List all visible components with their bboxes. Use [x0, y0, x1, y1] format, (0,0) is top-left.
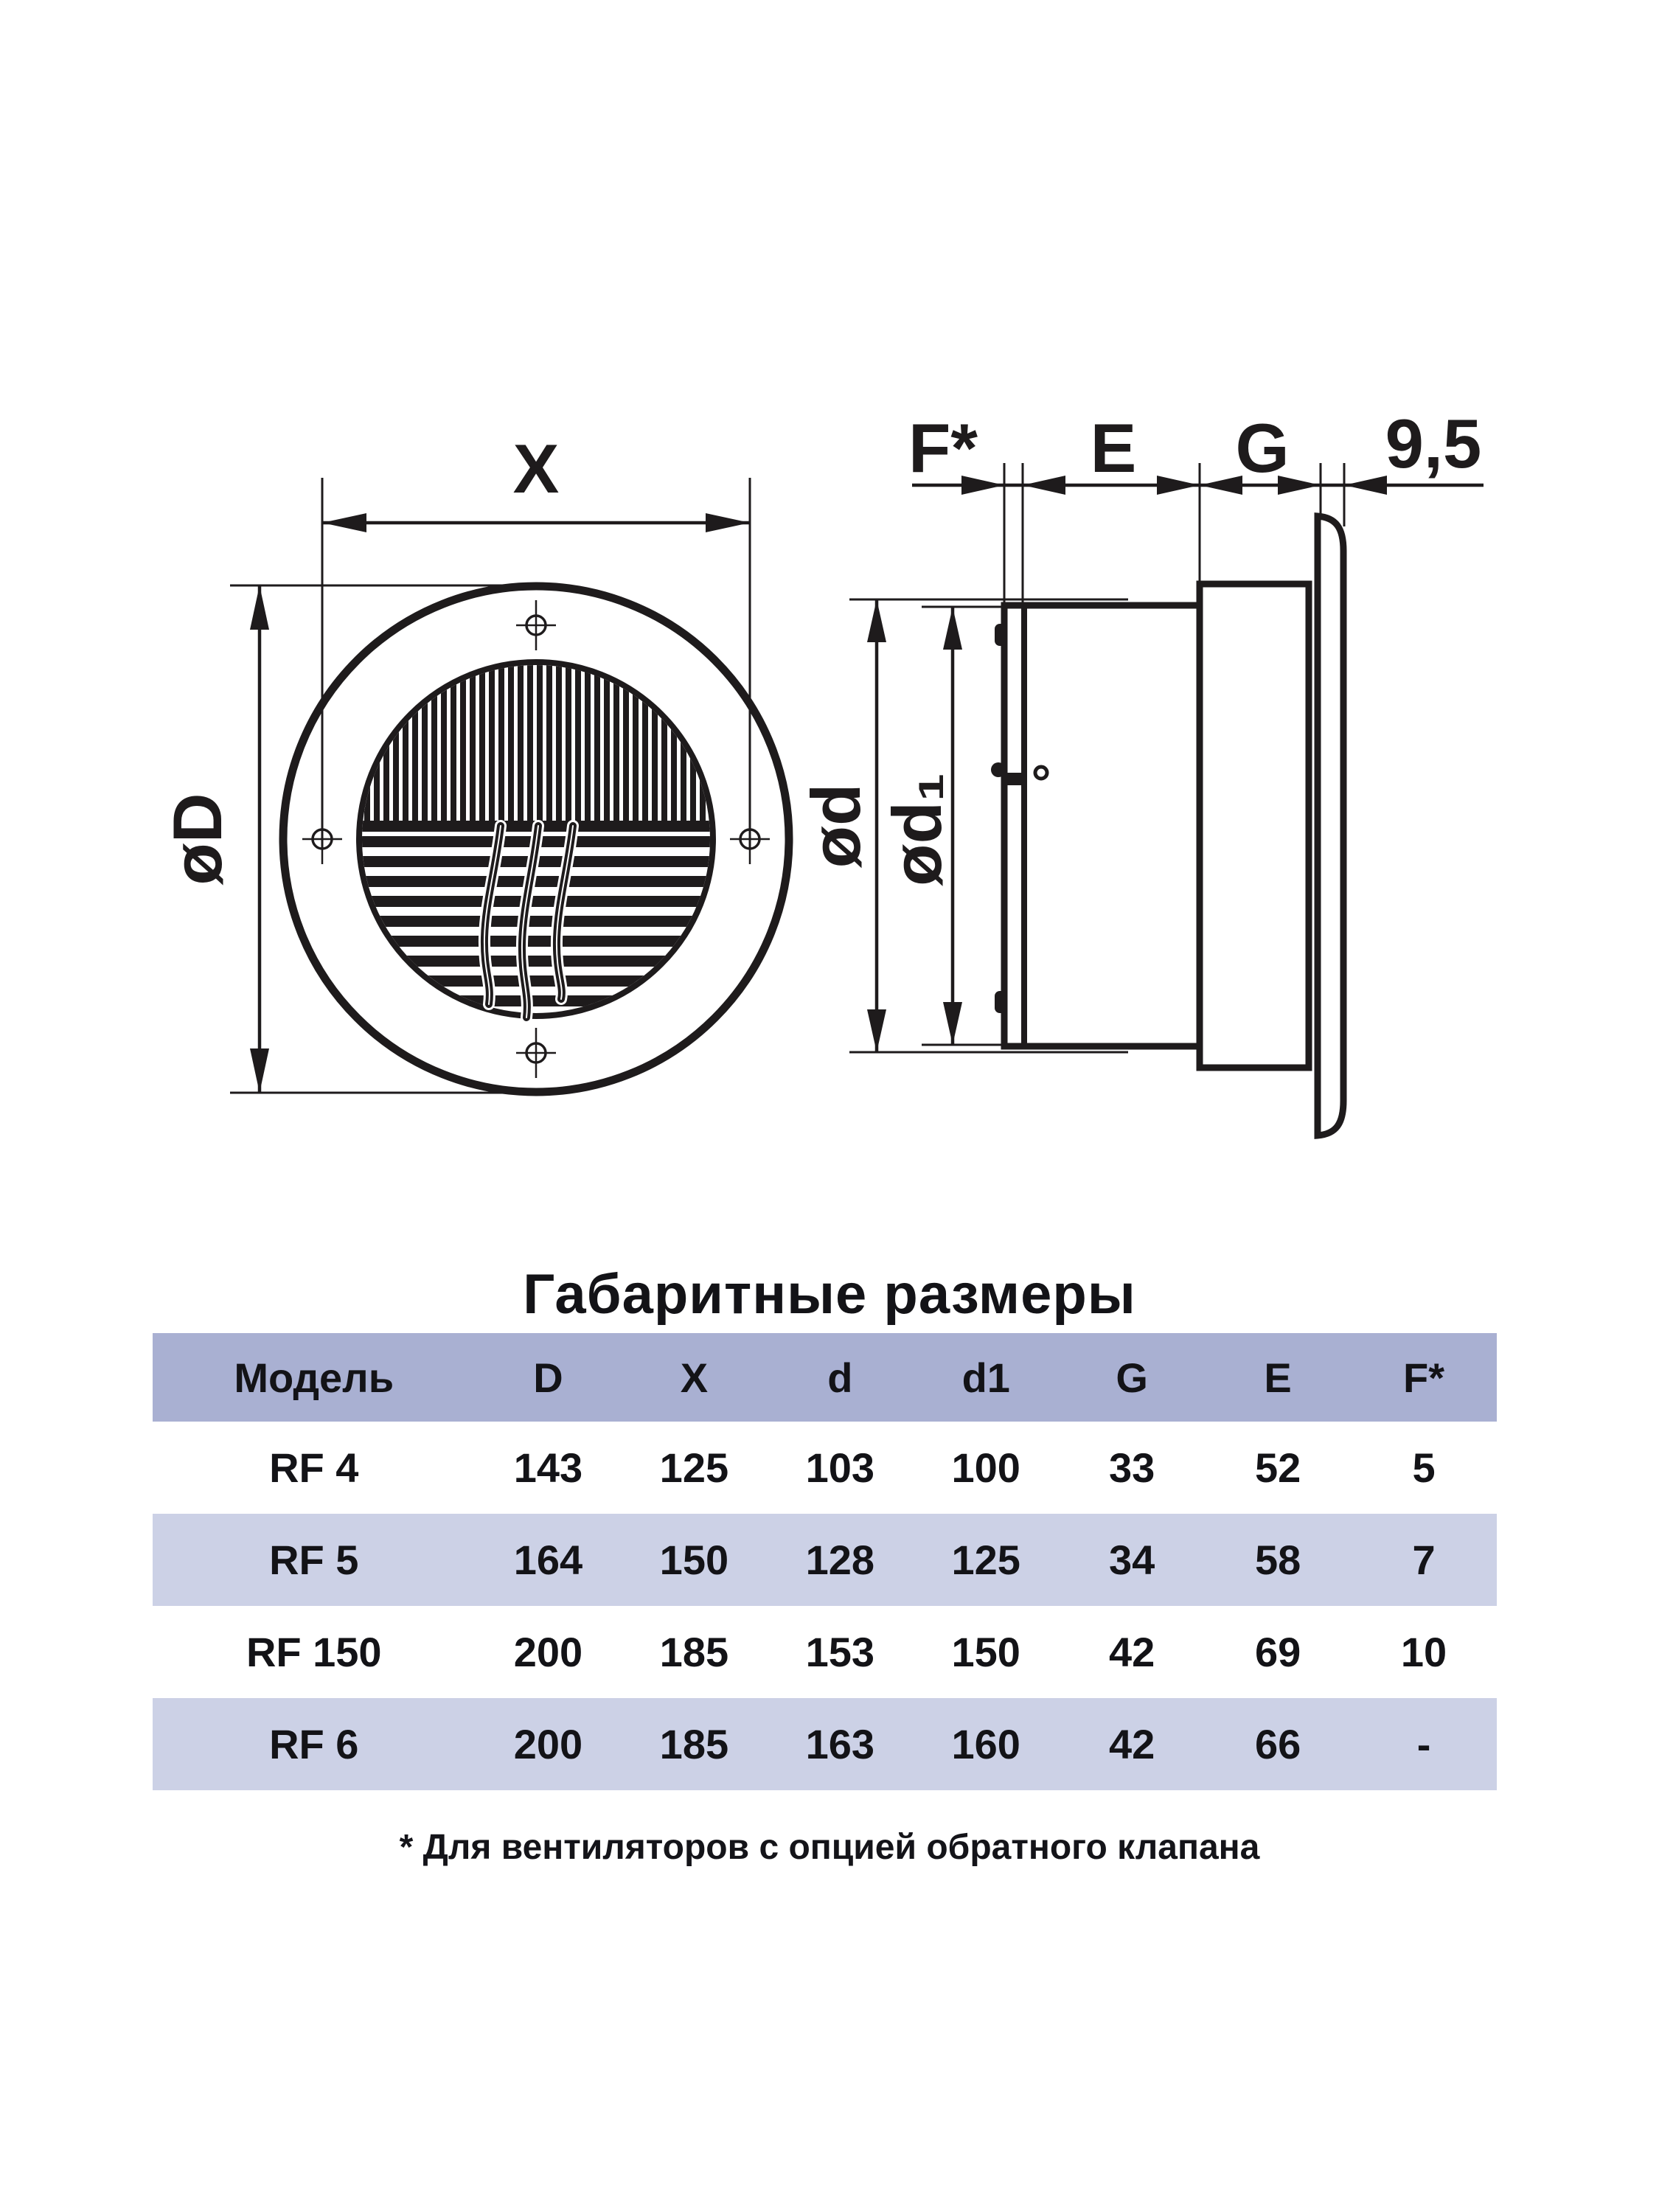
cell-D: 143 — [513, 1444, 583, 1491]
side-dim-thickness-label: 9,5 — [1385, 405, 1482, 482]
dimensions-table: Модель D X d d1 G E F* RF 4 143 125 103 … — [153, 1333, 1497, 1790]
side-dim-f-label: F* — [908, 409, 978, 487]
cell-D: 200 — [513, 1721, 583, 1767]
col-header-X: X — [680, 1354, 709, 1401]
cell-E: 58 — [1254, 1537, 1301, 1583]
side-top-dims — [912, 463, 1484, 602]
side-dim-d1-label: ød₁ — [878, 773, 956, 886]
col-header-G: G — [1116, 1354, 1148, 1401]
side-dim-d-label: ød — [797, 784, 874, 869]
cell-X: 185 — [659, 1629, 729, 1675]
cell-d1: 125 — [951, 1537, 1020, 1583]
cell-model: RF 5 — [269, 1537, 359, 1583]
table-row: RF 4 143 125 103 100 33 52 5 — [153, 1422, 1497, 1514]
latch-bar — [1003, 773, 1024, 785]
cell-model: RF 6 — [269, 1721, 359, 1767]
front-dim-d — [230, 584, 540, 1094]
front-view: X øD — [159, 430, 793, 1096]
cell-F: 7 — [1412, 1537, 1436, 1583]
side-dim-g-label: G — [1235, 409, 1289, 487]
cell-d1: 150 — [951, 1629, 1020, 1675]
table-row: RF 150 200 185 153 150 42 69 10 — [153, 1606, 1497, 1698]
cell-F: 10 — [1400, 1629, 1447, 1675]
cell-d: 153 — [805, 1629, 875, 1675]
front-dim-d-label: øD — [159, 793, 236, 885]
side-dim-e-label: E — [1091, 409, 1137, 487]
cell-G: 42 — [1109, 1629, 1155, 1675]
side-dim-d1 — [922, 605, 1054, 1046]
cell-X: 185 — [659, 1721, 729, 1767]
cell-G: 33 — [1109, 1444, 1155, 1491]
cell-E: 52 — [1254, 1444, 1301, 1491]
table-row: RF 5 164 150 128 125 34 58 7 — [153, 1514, 1497, 1606]
cell-d: 163 — [805, 1721, 875, 1767]
front-dim-x-label: X — [513, 430, 560, 507]
col-header-D: D — [533, 1354, 563, 1401]
front-dim-x — [321, 478, 751, 848]
body-mid-section — [1196, 580, 1312, 1071]
cell-d1: 160 — [951, 1721, 1020, 1767]
side-view: ød ød₁ — [797, 405, 1484, 1139]
cell-d: 103 — [805, 1444, 875, 1491]
flange-profile — [1314, 512, 1347, 1139]
col-header-d1: d1 — [961, 1354, 1010, 1401]
cell-D: 164 — [513, 1537, 583, 1583]
cell-E: 66 — [1254, 1721, 1301, 1767]
cell-E: 69 — [1254, 1629, 1301, 1675]
table-header-row: Модель D X d d1 G E F* — [153, 1333, 1497, 1422]
side-dim-d — [849, 598, 1128, 1054]
cell-X: 150 — [659, 1537, 729, 1583]
wavy-louver-curves — [478, 820, 579, 1023]
col-header-E: E — [1264, 1354, 1292, 1401]
cell-d1: 100 — [951, 1444, 1020, 1491]
table-title: Габаритные размеры — [523, 1263, 1136, 1326]
duct-clip-bottom — [995, 991, 1006, 1013]
cell-model: RF 150 — [246, 1629, 382, 1675]
screw-dot — [1033, 765, 1049, 781]
cell-F: 5 — [1412, 1444, 1436, 1491]
cell-d: 128 — [805, 1537, 875, 1583]
table-row: RF 6 200 185 163 160 42 66 - — [153, 1698, 1497, 1790]
cell-G: 42 — [1109, 1721, 1155, 1767]
duct-section — [1001, 602, 1203, 1050]
cell-G: 34 — [1109, 1537, 1155, 1583]
fan-body — [991, 512, 1347, 1139]
col-header-F: F* — [1403, 1354, 1445, 1401]
col-header-d: d — [827, 1354, 853, 1401]
duct-clip-top — [995, 624, 1006, 646]
col-header-model: Модель — [234, 1354, 394, 1401]
cell-X: 125 — [659, 1444, 729, 1491]
cell-D: 200 — [513, 1629, 583, 1675]
valve-option-footnote: * Для вентиляторов с опцией обратного кл… — [399, 1828, 1260, 1867]
cell-model: RF 4 — [269, 1444, 359, 1491]
cell-F: - — [1416, 1721, 1431, 1767]
dimension-drawing: X øD — [159, 405, 1484, 1139]
latch-tab — [991, 762, 1006, 777]
